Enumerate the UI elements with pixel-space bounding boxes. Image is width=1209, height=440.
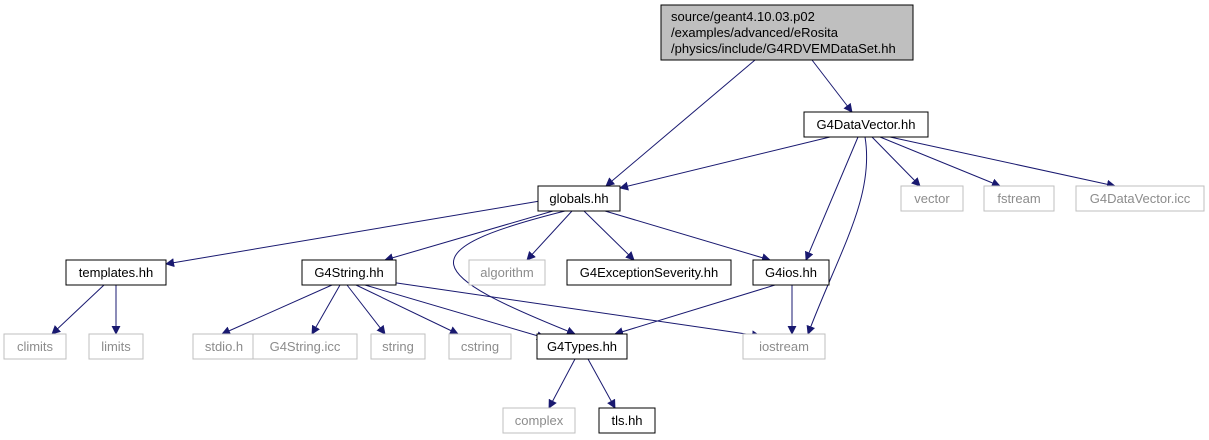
edge-globals-hh-to-G4Types-hh bbox=[452, 210, 576, 336]
node-label: climits bbox=[17, 339, 54, 354]
edge-globals-hh-to-templates-hh bbox=[165, 200, 541, 268]
node-fstream: fstream bbox=[983, 185, 1055, 212]
node-templates-hh[interactable]: templates.hh bbox=[65, 259, 167, 286]
edge-G4DataVector-hh-to-G4DataVector-icc bbox=[889, 136, 1116, 189]
node-box bbox=[1075, 185, 1205, 212]
node-box bbox=[65, 259, 167, 286]
edge-G4DataVector-hh-to-G4ios-hh bbox=[805, 136, 859, 261]
node-stdio-h: stdio.h bbox=[192, 333, 256, 360]
node-label: tls.hh bbox=[611, 413, 642, 428]
root-node-line-2: /examples/advanced/eRosita bbox=[671, 25, 839, 40]
edge-root-to-globals-hh bbox=[605, 59, 756, 187]
node-label: complex bbox=[515, 413, 564, 428]
node-box bbox=[252, 333, 358, 360]
node-cstring: cstring bbox=[448, 333, 512, 360]
root-node-line-1: source/geant4.10.03.p02 bbox=[671, 9, 815, 24]
node-box bbox=[742, 333, 826, 360]
node-box bbox=[3, 333, 67, 360]
node-tls-hh[interactable]: tls.hh bbox=[598, 407, 656, 434]
node-string: string bbox=[370, 333, 426, 360]
node-box bbox=[537, 185, 621, 212]
node-box bbox=[752, 259, 830, 286]
node-label: stdio.h bbox=[205, 339, 243, 354]
node-label: vector bbox=[914, 191, 950, 206]
node-label: G4DataVector.icc bbox=[1090, 191, 1191, 206]
edge-G4Types-hh-to-complex bbox=[548, 358, 576, 409]
node-box bbox=[983, 185, 1055, 212]
edge-G4Types-hh-to-tls-hh bbox=[587, 358, 616, 409]
edge-globals-hh-to-algorithm bbox=[526, 210, 573, 261]
node-complex: complex bbox=[502, 407, 576, 434]
node-box bbox=[370, 333, 426, 360]
edge-G4String-hh-to-G4String-icc bbox=[311, 284, 341, 335]
edge-templates-hh-to-climits bbox=[51, 284, 105, 335]
node-label: G4ExceptionSeverity.hh bbox=[580, 265, 719, 280]
node-label: limits bbox=[101, 339, 131, 354]
node-G4String-hh[interactable]: G4String.hh bbox=[301, 259, 397, 286]
root-node-box bbox=[660, 4, 914, 61]
node-G4DataVector-icc: G4DataVector.icc bbox=[1075, 185, 1205, 212]
edge-G4DataVector-hh-to-globals-hh bbox=[619, 136, 831, 191]
node-label: G4String.hh bbox=[314, 265, 383, 280]
node-iostream: iostream bbox=[742, 333, 826, 360]
node-box bbox=[900, 185, 964, 212]
node-box bbox=[502, 407, 576, 434]
edge-G4String-hh-to-G4Types-hh bbox=[364, 284, 546, 341]
node-vector: vector bbox=[900, 185, 964, 212]
node-label: string bbox=[382, 339, 414, 354]
node-box bbox=[301, 259, 397, 286]
edge-G4ios-hh-to-G4Types-hh bbox=[614, 284, 776, 336]
node-G4String-icc: G4String.icc bbox=[252, 333, 358, 360]
node-label: globals.hh bbox=[549, 191, 608, 206]
node-box bbox=[88, 333, 144, 360]
node-label: fstream bbox=[997, 191, 1040, 206]
node-label: iostream bbox=[759, 339, 809, 354]
node-box bbox=[536, 333, 628, 360]
edge-G4String-hh-to-cstring bbox=[355, 284, 459, 335]
node-climits: climits bbox=[3, 333, 67, 360]
node-box bbox=[192, 333, 256, 360]
node-G4DataVector-hh[interactable]: G4DataVector.hh bbox=[803, 111, 929, 138]
node-limits: limits bbox=[88, 333, 144, 360]
edge-root-to-G4DataVector-hh bbox=[811, 59, 853, 113]
root-node-line-3: /physics/include/G4RDVEMDataSet.hh bbox=[671, 41, 896, 56]
node-box bbox=[803, 111, 929, 138]
edge-G4String-hh-to-iostream bbox=[389, 281, 761, 340]
root-node[interactable]: source/geant4.10.03.p02 /examples/advanc… bbox=[660, 4, 914, 61]
node-globals-hh[interactable]: globals.hh bbox=[537, 185, 621, 212]
node-box bbox=[598, 407, 656, 434]
edge-G4DataVector-hh-to-fstream bbox=[879, 136, 1001, 188]
nodes: source/geant4.10.03.p02 /examples/advanc… bbox=[3, 4, 1205, 434]
node-algorithm: algorithm bbox=[468, 259, 546, 286]
node-label: algorithm bbox=[480, 265, 533, 280]
node-G4Types-hh[interactable]: G4Types.hh bbox=[536, 333, 628, 360]
node-box bbox=[566, 259, 732, 286]
node-G4ios-hh[interactable]: G4ios.hh bbox=[752, 259, 830, 286]
edge-G4String-hh-to-string bbox=[346, 284, 386, 335]
node-label: cstring bbox=[461, 339, 499, 354]
edge-G4DataVector-hh-to-iostream bbox=[806, 136, 868, 335]
node-box bbox=[448, 333, 512, 360]
node-G4ExceptionSeverity-hh[interactable]: G4ExceptionSeverity.hh bbox=[566, 259, 732, 286]
edge-globals-hh-to-G4ios-hh bbox=[604, 210, 771, 263]
node-label: templates.hh bbox=[79, 265, 153, 280]
edge-G4DataVector-hh-to-vector bbox=[871, 136, 921, 187]
node-box bbox=[468, 259, 546, 286]
edge-globals-hh-to-G4ExceptionSeverity-hh bbox=[583, 210, 635, 261]
edge-G4String-hh-to-stdio-h bbox=[221, 284, 333, 335]
node-label: G4Types.hh bbox=[547, 339, 617, 354]
edges bbox=[51, 59, 1116, 409]
node-label: G4DataVector.hh bbox=[816, 117, 915, 132]
node-label: G4String.icc bbox=[270, 339, 341, 354]
edge-globals-hh-to-G4String-hh bbox=[384, 210, 554, 263]
node-label: G4ios.hh bbox=[765, 265, 817, 280]
